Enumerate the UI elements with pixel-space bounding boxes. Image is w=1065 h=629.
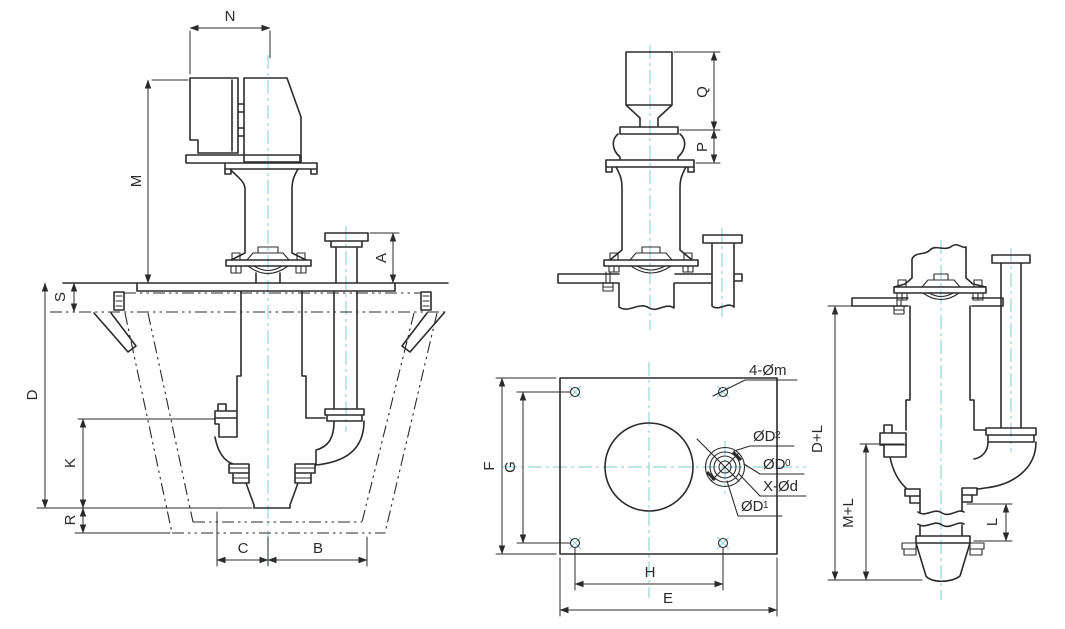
- tank-phantom-outline: [50, 292, 448, 534]
- plan-extension-lines: [495, 377, 778, 617]
- front-dimensions: N M A S D K R C B: [24, 8, 397, 564]
- dim-label-R: R: [62, 514, 79, 525]
- anchor-bolt-hole: [717, 386, 729, 398]
- dim-label-E: E: [663, 590, 673, 607]
- flange-section-lines: [696, 438, 740, 482]
- dim-label-H: H: [645, 564, 656, 581]
- plan-callouts: 4-Øm ØD 2 ØD 0 X-Ød ØD 1: [741, 362, 798, 515]
- callout-bolt-circle: X-Ød: [763, 478, 798, 495]
- extended-view-details: [883, 273, 985, 556]
- dim-label-G: G: [502, 461, 519, 473]
- extended-column-view: D+L M+L L: [809, 240, 1037, 600]
- bolt-hole-cross-marks: [568, 385, 730, 550]
- flange-bolt-hatch: [705, 450, 743, 482]
- dim-label-S: S: [52, 292, 69, 302]
- side-view: Q P: [557, 45, 743, 330]
- callout-leader-lines: [712, 379, 807, 517]
- dim-label-M: M: [128, 175, 145, 188]
- plan-dimensions: F G H E: [481, 377, 778, 614]
- dim-label-D: D: [24, 389, 41, 400]
- dim-label-N: N: [225, 8, 236, 25]
- dim-label-D-plus-L: D+L: [809, 425, 826, 453]
- front-sectional-view: N M A S D K R C B: [24, 8, 449, 567]
- baseplate-outline: [559, 377, 778, 555]
- side-view-centerline: [649, 45, 723, 330]
- flange-bore-circle: [718, 460, 732, 474]
- callout-d0-digit: 0: [785, 458, 791, 469]
- flange-outer-circle: [704, 446, 746, 488]
- side-view-outline: [557, 51, 743, 311]
- dim-label-C: C: [238, 540, 249, 557]
- callout-d2-digit: 2: [775, 430, 781, 441]
- callout-d1-digit: 1: [763, 500, 769, 511]
- front-extension-lines: [36, 30, 400, 567]
- side-dimensions: Q P: [694, 51, 718, 164]
- extended-view-outline: [851, 243, 1037, 583]
- callout-d1: ØD: [741, 498, 764, 515]
- front-view-bearing-details: [115, 246, 430, 479]
- dim-label-K: K: [62, 458, 79, 468]
- dim-label-L: L: [984, 518, 1001, 526]
- dim-label-P: P: [694, 142, 711, 152]
- plan-centerlines: [503, 362, 806, 598]
- dim-label-A: A: [373, 253, 390, 263]
- dim-label-M-plus-L: M+L: [840, 498, 857, 528]
- pump-centerline: [267, 55, 347, 565]
- flange-raised-face-circle: [713, 455, 737, 479]
- extended-dimensions: D+L M+L L: [809, 305, 1010, 581]
- dim-label-F: F: [481, 461, 498, 470]
- dim-label-Q: Q: [694, 86, 711, 98]
- extended-extension-lines: [827, 305, 1013, 581]
- dim-label-B: B: [313, 540, 323, 557]
- callout-d0: ØD: [763, 456, 786, 473]
- front-view-outline: [62, 77, 449, 509]
- flange-bolt-circle: [709, 451, 741, 483]
- shaft-opening-circle: [604, 422, 694, 512]
- discharge-flange-plan: [696, 438, 746, 488]
- callout-d2: ØD: [753, 428, 776, 445]
- side-view-bearing-details: [602, 246, 694, 292]
- callout-bolt-holes: 4-Øm: [749, 362, 787, 379]
- baseplate-plan-view: F G H E 4-Øm ØD 2 ØD 0 X-Ød ØD 1: [481, 362, 807, 617]
